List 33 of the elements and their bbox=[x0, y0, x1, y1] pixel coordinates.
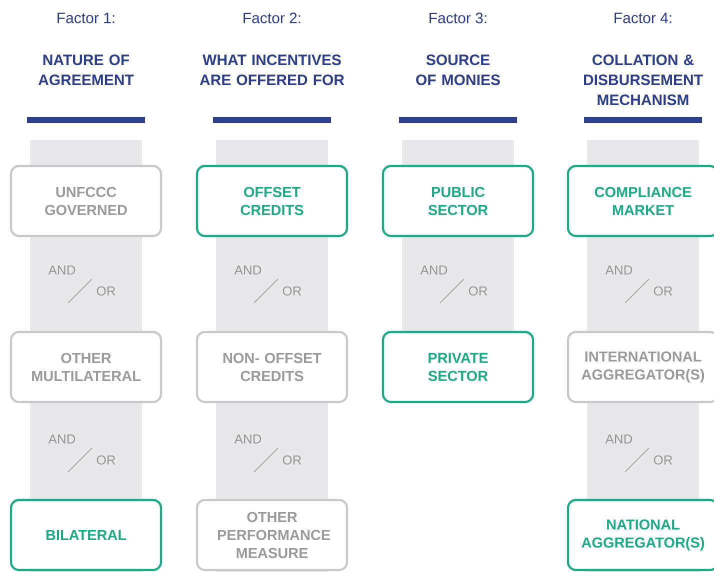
connector-word: OR bbox=[282, 286, 302, 296]
factor-heading: Factor 3: bbox=[430, 12, 486, 24]
connector-word: AND bbox=[48, 434, 76, 444]
option-box: OTHER MULTILATERAL bbox=[10, 330, 162, 404]
option-box: PRIVATE SECTOR bbox=[382, 330, 534, 404]
factor-heading: Factor 2: bbox=[244, 12, 300, 24]
connector-word: OR bbox=[654, 455, 672, 465]
option-box: COMPLIANCE MARKET bbox=[566, 164, 714, 238]
column-title: WHAT INCENTIVES ARE OFFERED FOR bbox=[200, 54, 344, 86]
option-box: UNFCCC GOVERNED bbox=[10, 164, 162, 238]
connector-word: AND bbox=[605, 266, 632, 274]
option-box: NON- OFFSET CREDITS bbox=[196, 330, 348, 404]
option-box: PUBLIC SECTOR bbox=[382, 164, 534, 238]
connector-word: OR bbox=[468, 286, 488, 296]
connector-word: OR bbox=[654, 286, 672, 296]
column-title: NATURE OF AGREEMENT bbox=[38, 54, 134, 86]
option-box: OTHER PERFORMANCE MEASURE bbox=[196, 498, 348, 572]
option-box: NATIONAL AGGREGATOR(S) bbox=[566, 498, 714, 572]
column-title: SOURCE OF MONIES bbox=[416, 54, 500, 86]
connector-word: OR bbox=[282, 455, 302, 465]
option-box: BILATERAL bbox=[10, 498, 162, 572]
option-box: INTERNATIONAL AGGREGATOR(S) bbox=[566, 330, 714, 404]
connector-word: OR bbox=[96, 286, 116, 296]
connector-word: AND bbox=[234, 434, 262, 444]
connector-word: AND bbox=[605, 434, 632, 444]
connector-word: AND bbox=[234, 266, 262, 274]
connector-word: AND bbox=[48, 266, 76, 274]
factor-heading: Factor 1: bbox=[58, 12, 114, 24]
connector-word: OR bbox=[96, 455, 116, 465]
factor-heading: Factor 4: bbox=[614, 12, 672, 24]
connector-word: AND bbox=[420, 266, 448, 274]
column-title: COLLATION & DISBURSEMENT MECHANISM bbox=[584, 54, 703, 106]
option-box: OFFSET CREDITS bbox=[196, 164, 348, 238]
